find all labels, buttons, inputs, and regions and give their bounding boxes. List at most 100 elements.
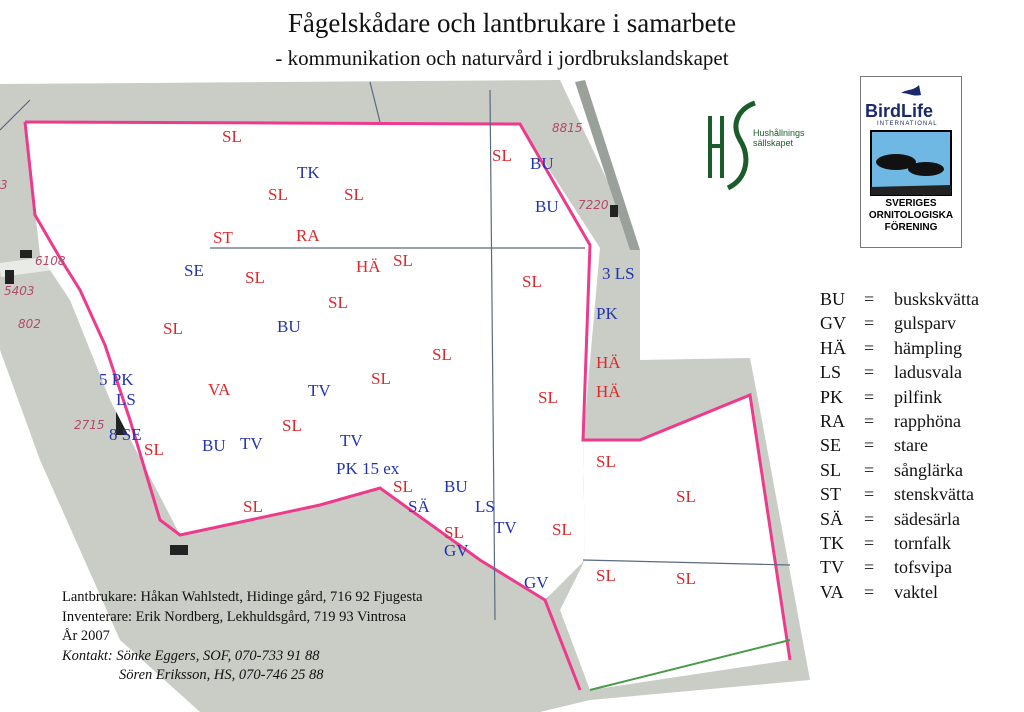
bird-label-ls: 3 LS [602, 264, 635, 283]
legend-eq: = [864, 508, 875, 529]
farm-boundary [23, 121, 582, 691]
bird-label-pk: PK [596, 304, 618, 323]
parcel-number: 6108 [35, 254, 66, 268]
bird-label-bu: BU [444, 477, 468, 496]
bird-label-sl: SL [371, 369, 391, 388]
legend-row: GV=gulsparv [820, 313, 979, 337]
bird-label-sl: SL [328, 293, 348, 312]
bird-label-sl: SL [163, 319, 183, 338]
legend-eq: = [864, 386, 875, 407]
legend-row: ST=stenskvätta [820, 484, 979, 508]
contact-line: Kontakt: Sönke Eggers, SOF, 070-733 91 8… [62, 647, 320, 664]
bird-label-gv: GV [444, 541, 469, 560]
birds-emblem-icon [870, 85, 952, 196]
bird-label-tv: TV [308, 381, 331, 400]
legend-eq: = [864, 532, 875, 553]
bird-label-sl: SL [538, 388, 558, 407]
parcel-number: 802 [18, 317, 41, 331]
page-title: Fågelskådare och lantbrukare i samarbete [287, 8, 737, 38]
legend-name: stenskvätta [894, 484, 974, 505]
legend-eq: = [864, 557, 875, 578]
parcel-number: 2715 [74, 418, 105, 432]
legend-name: sädesärla [894, 508, 960, 529]
bird-label-tv: TV [494, 518, 517, 537]
bird-label-sl: SL [393, 477, 413, 496]
field-lines [0, 81, 791, 621]
legend-row: SL=sånglärka [820, 460, 979, 484]
birdlife-sof-logo: BirdLife INTERNATIONAL SVERIGES ORNITOLO… [860, 76, 962, 248]
legend-code: ST [820, 484, 842, 505]
bird-label-bu: BU [277, 317, 301, 336]
legend-name: vaktel [894, 581, 938, 602]
year-line: År 2007 [62, 628, 110, 644]
surveyor-line: Inventerare: Erik Nordberg, Lekhuldsgård… [62, 608, 407, 625]
bird-label-pk15: PK 15 ex [336, 459, 400, 478]
bird-label-ls: LS [475, 497, 495, 516]
legend-row: TK=tornfalk [820, 533, 979, 557]
legend-eq: = [864, 289, 875, 309]
bird-label-bu: BU [535, 197, 559, 216]
bird-label-gv: GV [524, 573, 549, 592]
hushallningssallskapet-logo [708, 100, 756, 191]
bird-label-st: ST [213, 228, 233, 247]
bird-label-sl: SL [596, 566, 616, 585]
legend-name: stare [894, 435, 928, 456]
bird-label-se: SE [184, 261, 204, 280]
bird-label-sl: SL [344, 185, 364, 204]
legend-row: TV=tofsvipa [820, 557, 979, 581]
bird-label-bu: BU [202, 436, 226, 455]
bird-label-ha: HÄ [596, 353, 621, 372]
parcel-number: 5403 [4, 284, 35, 298]
bird-label-bu: BU [530, 154, 554, 173]
legend-eq: = [864, 435, 875, 456]
terrain-shadow [575, 80, 640, 250]
legend-name: pilfink [894, 386, 942, 407]
bird-label-tv: TV [340, 431, 363, 450]
legend-eq: = [864, 337, 875, 358]
legend-eq: = [864, 362, 875, 383]
bird-label-sl: SL [282, 416, 302, 435]
contact-line-2: Sören Eriksson, HS, 070-746 25 88 [119, 667, 324, 683]
bird-label-sl: SL [432, 345, 452, 364]
bird-label-se: 8 SE [109, 425, 142, 444]
bird-label-sa: SÄ [408, 497, 430, 516]
legend-code: RA [820, 410, 846, 431]
legend-code: GV [820, 313, 846, 334]
parcel-number: 3 [0, 178, 8, 192]
bird-label-sl: SL [268, 185, 288, 204]
legend-row: VA = vaktel [820, 582, 979, 606]
hushallningssallskapet-name: Hushållnings sällskapet [753, 128, 805, 148]
legend-row: PK = pilfink [820, 387, 979, 411]
bird-label-pk: 5 PK [99, 370, 134, 389]
bird-label-sl: SL [144, 440, 164, 459]
legend-code: LS [820, 362, 842, 383]
legend-code: SL [820, 459, 842, 480]
legend-row: BU=buskskvätta [820, 289, 979, 313]
field-edge [589, 639, 791, 691]
legend-code: VA [820, 581, 844, 602]
legend-code: BU [820, 289, 846, 309]
contact-info: Lantbrukare: Håkan Wahlstedt, Hidinge gå… [62, 588, 423, 686]
legend-name: gulsparv [894, 313, 956, 334]
legend-name: ladusvala [894, 362, 962, 383]
legend-row: SE=stare [820, 435, 979, 459]
legend-code: PK [820, 386, 844, 407]
field-main [25, 122, 600, 600]
parcel-number: 8815 [552, 121, 583, 135]
bird-label-sl: SL [222, 127, 242, 146]
legend-name: rapphöna [894, 410, 961, 431]
farm-boundary [24, 120, 792, 661]
page-subtitle: - kommunikation och naturvård i jordbruk… [275, 46, 729, 70]
legend-code: HÄ [820, 337, 846, 358]
legend-name: tofsvipa [894, 557, 952, 578]
legend-code: SÄ [820, 508, 844, 529]
bird-label-sl: SL [492, 146, 512, 165]
bird-label-sl: SL [393, 251, 413, 270]
bird-label-tk: TK [297, 163, 320, 182]
legend-row: HÄ=hämpling [820, 338, 979, 362]
bird-label-sl: SL [522, 272, 542, 291]
legend-eq: = [864, 410, 875, 431]
legend-eq: = [864, 581, 875, 602]
